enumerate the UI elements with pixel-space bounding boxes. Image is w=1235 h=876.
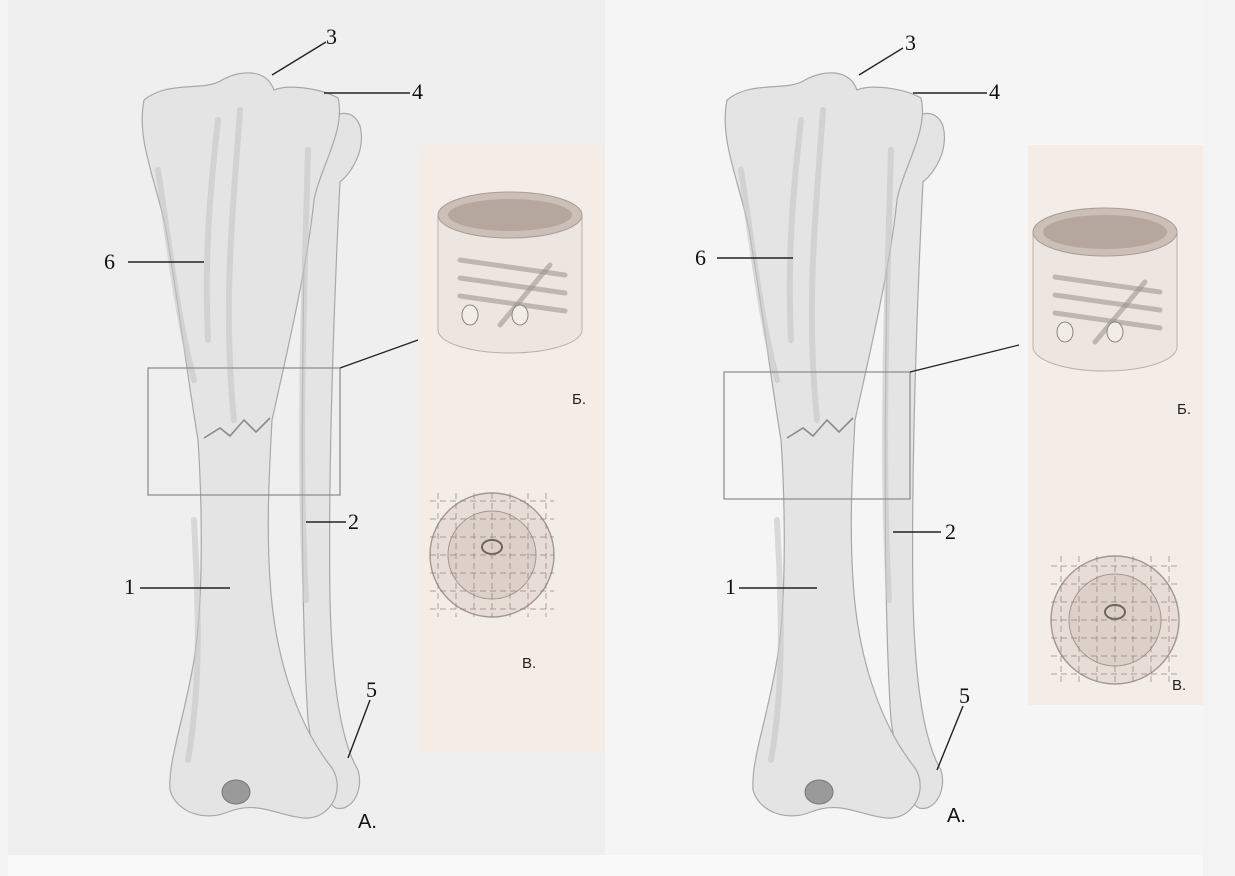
leader-line-5 — [937, 706, 963, 770]
label-6: 6 — [695, 245, 706, 270]
condyle-foramen — [805, 780, 833, 804]
leader-line-3 — [272, 42, 326, 75]
label-5: 5 — [959, 683, 970, 708]
label-1: 1 — [124, 574, 135, 599]
label-2: 2 — [348, 509, 359, 534]
inset-b-pin-end — [462, 305, 478, 325]
label-6: 6 — [104, 249, 115, 274]
leader-line-3 — [859, 48, 903, 75]
bone-group — [142, 73, 418, 818]
leader-line-5 — [348, 700, 370, 758]
label-1: 1 — [725, 574, 736, 599]
label-4: 4 — [412, 79, 423, 104]
detail-insets — [1028, 145, 1203, 705]
callout-line — [910, 345, 1019, 372]
inset-b-pin-end — [1107, 322, 1123, 342]
label-5: 5 — [366, 677, 377, 702]
label-2: 2 — [945, 519, 956, 544]
detail-insets — [418, 145, 606, 753]
label-view-v: В. — [1172, 677, 1186, 694]
label-view-b: Б. — [572, 391, 586, 408]
callout-line — [340, 340, 418, 368]
bone-group — [724, 73, 1019, 818]
panel-left-drawing: 3 4 6 2 1 5 А. Б. В. — [8, 0, 606, 876]
inset-b-pin-end — [512, 305, 528, 325]
panel-left-bottom-strip — [8, 855, 606, 876]
panel-right: 3 4 6 2 1 5 А. Б. В. — [605, 0, 1203, 876]
panel-right-bottom-strip — [605, 855, 1203, 876]
panel-left: 3 4 6 2 1 5 А. Б. В. — [8, 0, 606, 876]
label-view-a: А. — [358, 811, 377, 833]
label-4: 4 — [989, 79, 1000, 104]
bone-illustration — [142, 73, 418, 818]
bone-illustration — [724, 73, 1019, 818]
panel-right-drawing: 3 4 6 2 1 5 А. Б. В. — [605, 0, 1203, 876]
inset-b-cancellous-bone — [1043, 215, 1167, 249]
inset-b-pin-end — [1057, 322, 1073, 342]
label-view-v: В. — [522, 655, 536, 672]
label-view-a: А. — [947, 805, 966, 827]
label-view-b: Б. — [1177, 401, 1191, 418]
inset-b-cancellous-bone — [448, 199, 572, 231]
label-3: 3 — [326, 24, 337, 49]
condyle-foramen — [222, 780, 250, 804]
label-3: 3 — [905, 30, 916, 55]
